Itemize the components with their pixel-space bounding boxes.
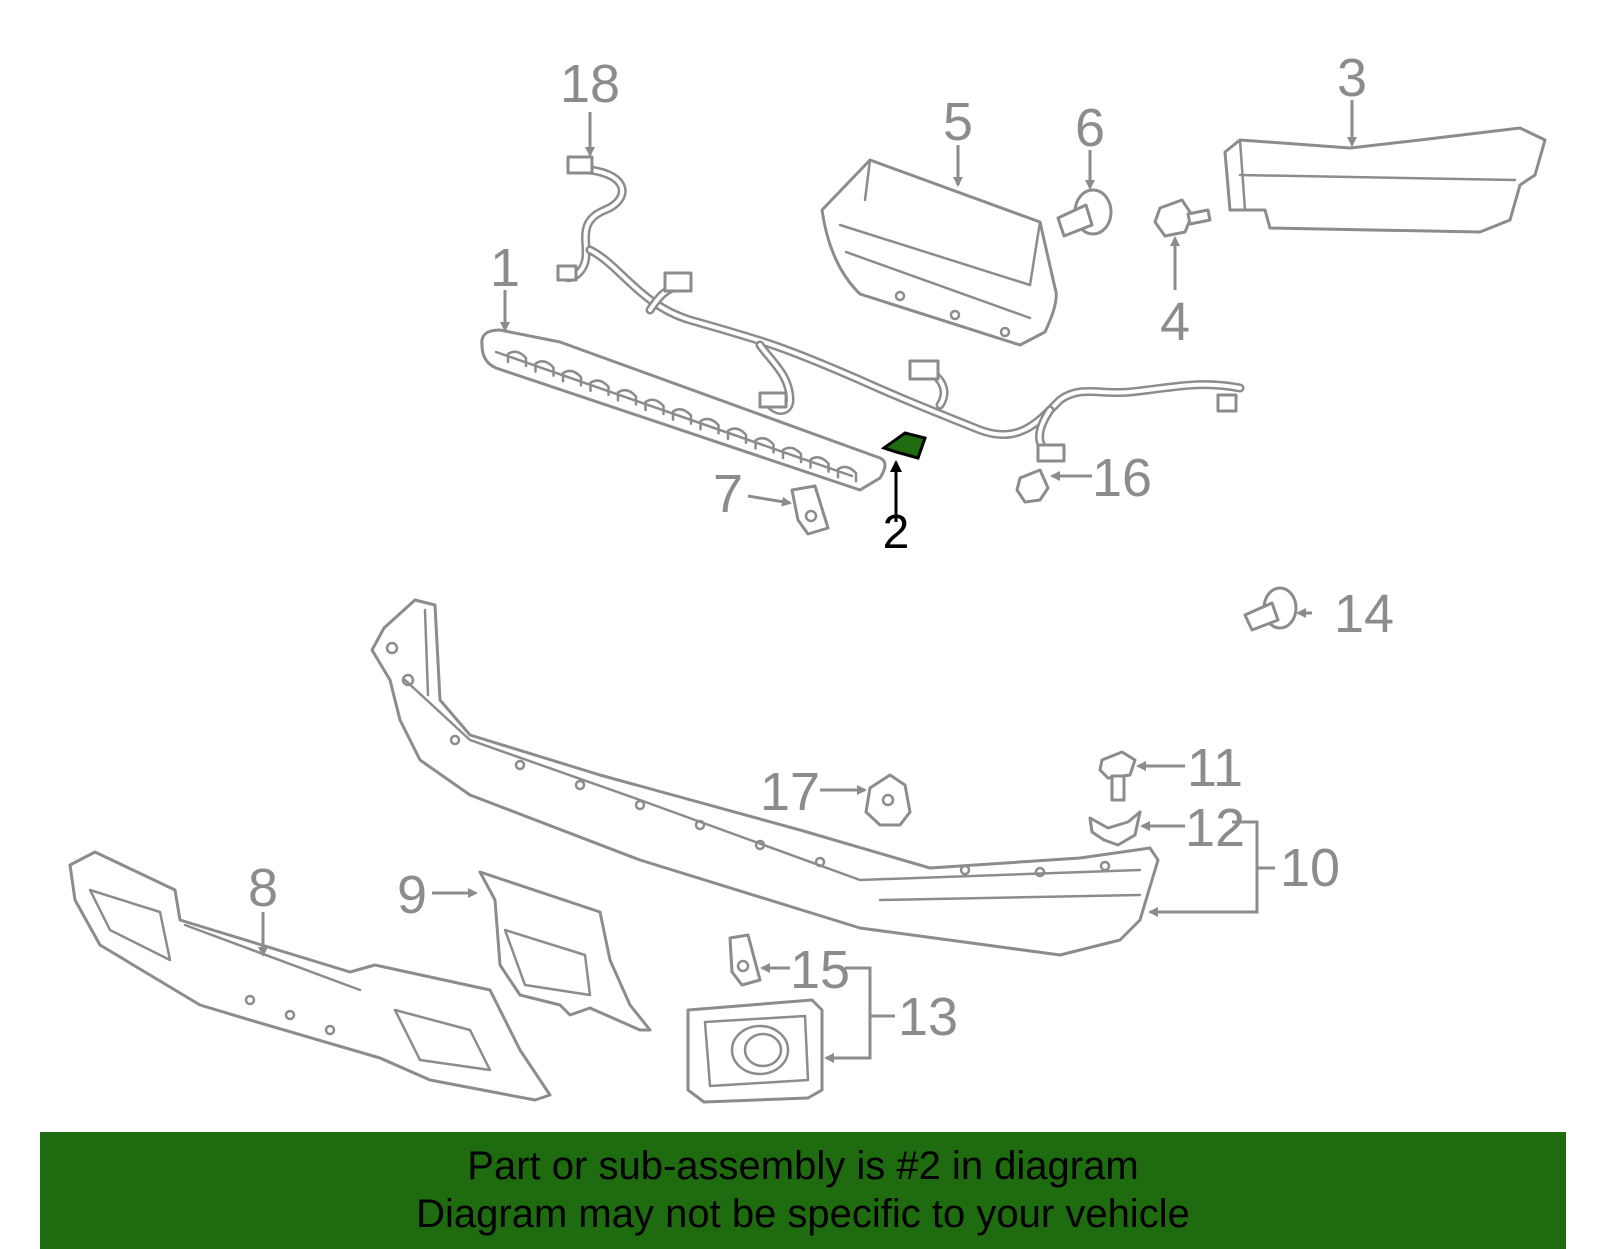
tread-cell xyxy=(699,417,720,435)
step-pad xyxy=(480,328,887,492)
tread-cell xyxy=(781,446,803,464)
wiring-harness xyxy=(556,155,1245,463)
side-bezel xyxy=(478,870,652,1032)
callout-14: 14 xyxy=(1334,584,1394,644)
tread-cell xyxy=(561,369,583,387)
tread-cell xyxy=(506,350,528,368)
highlighted-part-2 xyxy=(880,431,927,460)
tread-cell xyxy=(726,427,748,445)
callout-5: 5 xyxy=(943,92,973,152)
banner-line-2: Diagram may not be specific to your vehi… xyxy=(416,1192,1190,1236)
bumper-lower xyxy=(370,598,1160,957)
tread-cell xyxy=(754,436,775,454)
grille-duct xyxy=(820,158,1058,347)
callout-10: 10 xyxy=(1280,838,1340,898)
bezel-clip xyxy=(728,933,762,987)
nut xyxy=(1153,198,1212,238)
tread-cell xyxy=(809,456,830,473)
callout-3: 3 xyxy=(1337,48,1367,108)
fog-lamp-bezel xyxy=(686,998,824,1104)
tread-cell xyxy=(534,360,555,377)
tread-cell xyxy=(644,398,665,416)
callout-4: 4 xyxy=(1160,292,1190,352)
push-pin-14 xyxy=(1243,586,1298,632)
callout-15: 15 xyxy=(790,940,850,1000)
retainer-clip xyxy=(790,484,830,536)
tread-cell xyxy=(616,388,638,406)
callout-16: 16 xyxy=(1092,448,1152,508)
callout-1: 1 xyxy=(490,238,520,298)
callout-12: 12 xyxy=(1185,798,1245,858)
bolt xyxy=(1098,750,1137,802)
callout-8: 8 xyxy=(248,858,278,918)
callout-2: 2 xyxy=(883,506,910,559)
corner-bracket xyxy=(1223,126,1547,234)
callout-6: 6 xyxy=(1075,98,1105,158)
mount-bracket xyxy=(864,773,912,827)
tread-cell xyxy=(671,408,693,425)
tread-cell xyxy=(836,465,858,483)
info-banner: Part or sub-assembly is #2 in diagram Di… xyxy=(40,1132,1566,1249)
callout-7: 7 xyxy=(713,464,743,524)
wing-nut xyxy=(1088,810,1142,847)
callout-9: 9 xyxy=(397,865,427,925)
tread-cell xyxy=(589,379,610,397)
banner-line-1: Part or sub-assembly is #2 in diagram xyxy=(467,1144,1139,1188)
callout-18: 18 xyxy=(560,54,620,114)
push-pin xyxy=(1056,188,1113,238)
callout-17: 17 xyxy=(760,762,820,822)
callout-11: 11 xyxy=(1187,738,1243,798)
lower-valance xyxy=(68,850,552,1102)
sensor-connector xyxy=(1015,468,1050,504)
callout-13: 13 xyxy=(898,987,958,1047)
